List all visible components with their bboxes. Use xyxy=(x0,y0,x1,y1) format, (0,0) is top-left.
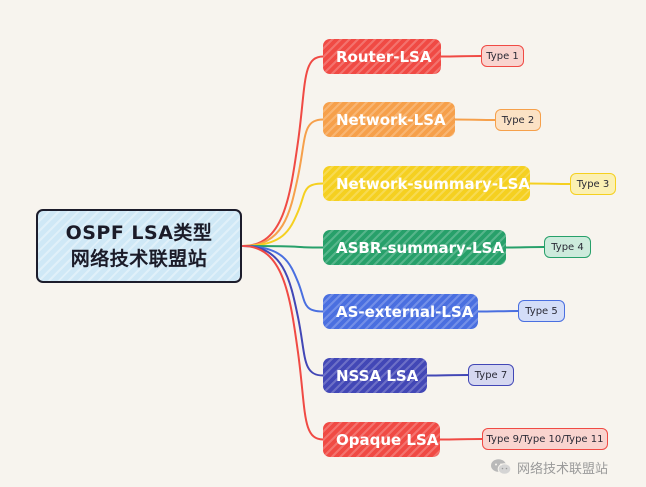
tag-type-3[interactable]: Type 3 xyxy=(570,173,616,195)
branch-nssa-lsa[interactable]: NSSA LSA xyxy=(323,358,427,393)
connector-root-to-branch xyxy=(242,245,324,441)
branch-network-lsa[interactable]: Network-LSA xyxy=(323,102,455,137)
tag-type-9-10-11[interactable]: Type 9/Type 10/Type 11 xyxy=(482,428,608,450)
connector-root-to-branch xyxy=(242,245,324,377)
tag-label: Type 7 xyxy=(474,369,508,381)
connector-branch-to-tag xyxy=(454,118,496,121)
connector-root-to-branch xyxy=(242,245,324,249)
tag-label: Type 5 xyxy=(525,305,558,317)
tag-type-7[interactable]: Type 7 xyxy=(468,364,514,386)
tag-label: Type 4 xyxy=(551,241,584,253)
tag-label: Type 2 xyxy=(501,114,535,126)
tag-label: Type 1 xyxy=(486,50,519,62)
wechat-icon xyxy=(491,459,512,475)
root-subtitle: 网络技术联盟站 xyxy=(70,248,208,270)
branch-as-external-lsa[interactable]: AS-external-LSA xyxy=(323,294,478,329)
tag-label: Type 3 xyxy=(576,178,610,190)
tag-type-4[interactable]: Type 4 xyxy=(544,236,591,258)
root-node[interactable]: OSPF LSA类型 网络技术联盟站 xyxy=(36,209,242,283)
tag-label: Type 9/Type 10/Type 11 xyxy=(486,433,604,445)
branch-network-summary-lsa[interactable]: Network-summary-LSA xyxy=(323,166,530,201)
branch-label: NSSA LSA xyxy=(336,366,419,385)
connector-branch-to-tag xyxy=(426,374,469,377)
tag-type-5[interactable]: Type 5 xyxy=(518,300,565,322)
branch-label: Network-LSA xyxy=(336,110,446,129)
connector-branch-to-tag xyxy=(505,246,545,249)
branch-label: AS-external-LSA xyxy=(336,302,474,321)
connector-branch-to-tag xyxy=(439,438,483,441)
tag-type-2[interactable]: Type 2 xyxy=(495,109,541,131)
watermark-text: 网络技术联盟站 xyxy=(517,461,609,477)
branch-opaque-lsa[interactable]: Opaque LSA xyxy=(323,422,440,457)
connector-root-to-branch xyxy=(242,182,324,247)
branch-router-lsa[interactable]: Router-LSA xyxy=(323,39,441,74)
root-title: OSPF LSA类型 xyxy=(65,222,213,244)
branch-label: ASBR-summary-LSA xyxy=(336,238,504,257)
connector-branch-to-tag xyxy=(440,55,482,58)
branch-asbr-summary-lsa[interactable]: ASBR-summary-LSA xyxy=(323,230,506,265)
branch-label: Opaque LSA xyxy=(336,430,439,449)
connector-root-to-branch xyxy=(242,245,324,313)
connector-root-to-branch xyxy=(242,118,324,247)
connector-branch-to-tag xyxy=(529,182,571,185)
connector-branch-to-tag xyxy=(477,310,519,313)
connector-root-to-branch xyxy=(242,55,324,247)
branch-label: Router-LSA xyxy=(336,47,432,66)
tag-type-1[interactable]: Type 1 xyxy=(481,45,524,67)
branch-label: Network-summary-LSA xyxy=(336,174,531,193)
watermark: 网络技术联盟站 xyxy=(490,455,608,479)
